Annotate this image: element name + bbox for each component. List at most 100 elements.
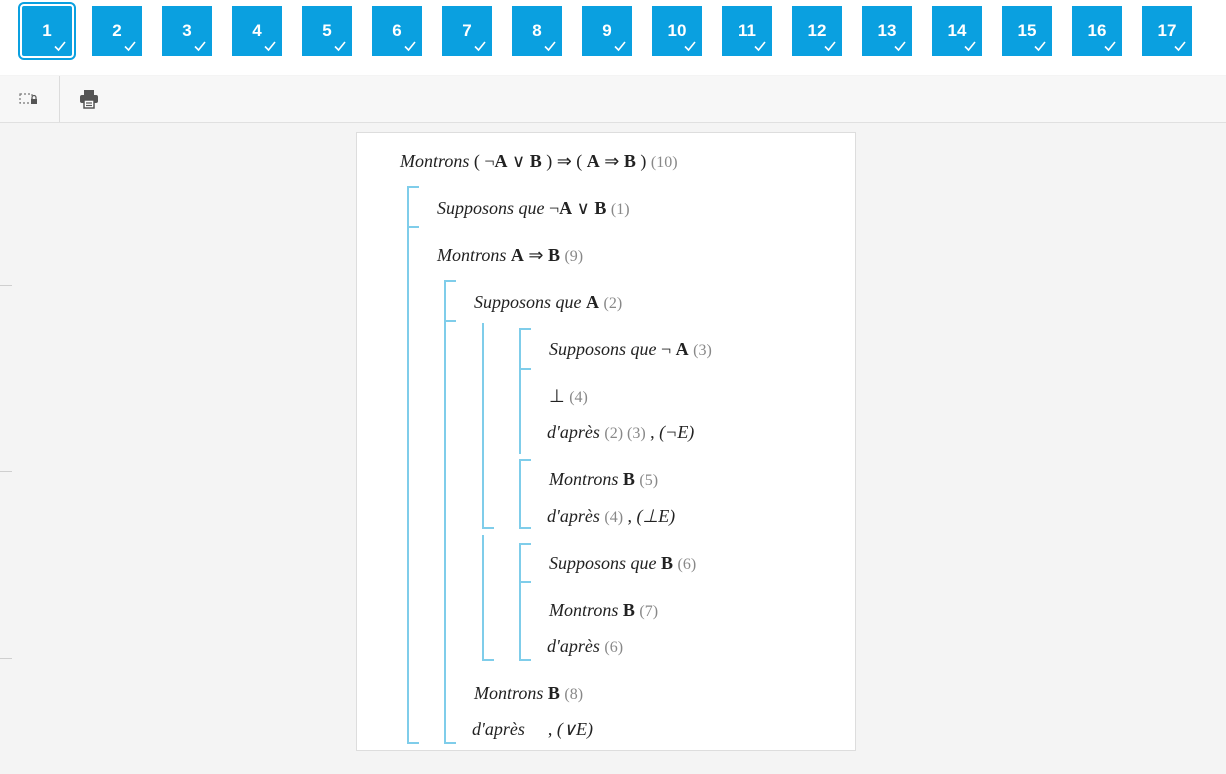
bracket-hook bbox=[482, 659, 494, 661]
question-tile-12[interactable]: 12 bbox=[792, 6, 842, 56]
tile-number: 13 bbox=[877, 21, 897, 40]
question-tile-6[interactable]: 6 bbox=[372, 6, 422, 56]
proof-line-bottom: ⊥ (4) bbox=[549, 386, 588, 406]
bracket-level2 bbox=[444, 280, 446, 744]
question-tile-5[interactable]: 5 bbox=[302, 6, 352, 56]
question-tile-11[interactable]: 11 bbox=[722, 6, 772, 56]
tile-number: 1 bbox=[42, 21, 52, 40]
bracket-hook bbox=[407, 226, 419, 228]
step-ref: (7) bbox=[639, 603, 659, 620]
bracket-hook bbox=[444, 280, 456, 282]
proof-line-justification: d'après (4) , (⊥E) bbox=[547, 506, 676, 526]
proof-line-goal: Montrons ( ¬A ∨ B ) ⇒ ( A ⇒ B ) (10) bbox=[400, 151, 678, 171]
check-icon bbox=[824, 41, 836, 52]
proof-line-hypothesis: Supposons que B (6) bbox=[549, 553, 697, 573]
bracket-hook bbox=[519, 581, 531, 583]
question-tile-14[interactable]: 14 bbox=[932, 6, 982, 56]
bracket-show-b-1 bbox=[519, 459, 521, 529]
question-tile-13[interactable]: 13 bbox=[862, 6, 912, 56]
tile-number: 2 bbox=[112, 21, 122, 40]
bracket-hook bbox=[407, 742, 419, 744]
question-tile-1[interactable]: 1 bbox=[18, 2, 76, 60]
proof-line-justification: d'après , (∨E) bbox=[472, 719, 594, 739]
check-icon bbox=[334, 41, 346, 52]
question-tile-9[interactable]: 9 bbox=[582, 6, 632, 56]
tile-number: 10 bbox=[667, 21, 687, 40]
bracket-hook bbox=[519, 543, 531, 545]
bracket-hook bbox=[482, 527, 494, 529]
question-tile-2[interactable]: 2 bbox=[92, 6, 142, 56]
check-icon bbox=[54, 41, 66, 52]
tile-number: 11 bbox=[738, 21, 756, 40]
check-icon bbox=[544, 41, 556, 52]
step-ref: (3) bbox=[693, 342, 712, 359]
margin-tick bbox=[0, 471, 12, 472]
proof-card: Montrons ( ¬A ∨ B ) ⇒ ( A ⇒ B ) (10) Sup… bbox=[356, 132, 856, 751]
bracket-hook bbox=[519, 659, 531, 661]
bracket-case2 bbox=[482, 535, 484, 661]
proof-line-hypothesis: Supposons que ¬A ∨ B (1) bbox=[437, 198, 630, 218]
bracket-hook bbox=[444, 320, 456, 322]
bracket-level1 bbox=[407, 186, 409, 744]
bracket-hook bbox=[519, 368, 531, 370]
step-ref: (9) bbox=[564, 248, 584, 265]
bracket-hook bbox=[407, 186, 419, 188]
check-icon bbox=[684, 41, 696, 52]
question-tile-4[interactable]: 4 bbox=[232, 6, 282, 56]
check-icon bbox=[614, 41, 626, 52]
question-tile-3[interactable]: 3 bbox=[162, 6, 212, 56]
question-tile-7[interactable]: 7 bbox=[442, 6, 492, 56]
bracket-hook bbox=[519, 527, 531, 529]
margin-tick bbox=[0, 285, 12, 286]
bracket-neg-a bbox=[519, 328, 521, 454]
step-ref: (6) bbox=[677, 556, 697, 573]
proof-line-justification: d'après (2) (3) , (¬E) bbox=[547, 422, 695, 442]
check-icon bbox=[1034, 41, 1046, 52]
question-tile-10[interactable]: 10 bbox=[652, 6, 702, 56]
tile-number: 3 bbox=[182, 21, 192, 40]
step-ref: (4) bbox=[569, 389, 588, 406]
tile-number: 6 bbox=[392, 21, 402, 40]
step-ref: (2) bbox=[603, 295, 623, 312]
toolbar-divider bbox=[59, 76, 60, 122]
check-icon bbox=[1174, 41, 1186, 52]
tile-number: 16 bbox=[1087, 21, 1107, 40]
tile-number: 5 bbox=[322, 21, 332, 40]
check-icon bbox=[894, 41, 906, 52]
print-button[interactable] bbox=[60, 76, 118, 122]
check-icon bbox=[264, 41, 276, 52]
printer-icon bbox=[80, 90, 98, 109]
tile-number: 17 bbox=[1157, 21, 1177, 40]
bracket-case1 bbox=[482, 323, 484, 529]
step-ref: (1) bbox=[610, 201, 630, 218]
question-tile-17[interactable]: 17 bbox=[1142, 6, 1192, 56]
bracket-hook bbox=[519, 328, 531, 330]
check-icon bbox=[194, 41, 206, 52]
question-tile-16[interactable]: 16 bbox=[1072, 6, 1122, 56]
tile-number: 12 bbox=[807, 21, 827, 40]
tile-number: 7 bbox=[462, 21, 472, 40]
selection-lock-button[interactable] bbox=[0, 76, 58, 122]
proof-line-subgoal: Montrons B (7) bbox=[549, 600, 659, 620]
proof-line-subgoal: Montrons B (5) bbox=[549, 469, 659, 489]
check-icon bbox=[474, 41, 486, 52]
check-icon bbox=[404, 41, 416, 52]
question-tile-8[interactable]: 8 bbox=[512, 6, 562, 56]
tile-number: 9 bbox=[602, 21, 612, 40]
check-icon bbox=[964, 41, 976, 52]
proof-line-subgoal: Montrons A ⇒ B (9) bbox=[437, 245, 584, 265]
proof-line-hypothesis: Supposons que A (2) bbox=[474, 292, 623, 312]
proof-line-hypothesis: Supposons que ¬ A (3) bbox=[549, 339, 712, 359]
rule-label: (¬E) bbox=[659, 422, 695, 442]
tile-number: 14 bbox=[947, 21, 967, 40]
margin-tick bbox=[0, 658, 12, 659]
rule-label: (∨E) bbox=[556, 719, 594, 739]
question-tile-15[interactable]: 15 bbox=[1002, 6, 1052, 56]
check-icon bbox=[124, 41, 136, 52]
tile-number: 4 bbox=[252, 21, 262, 40]
check-icon bbox=[1104, 41, 1116, 52]
tile-number: 8 bbox=[532, 21, 542, 40]
bracket-hook bbox=[444, 742, 456, 744]
proof-line-justification: d'après (6) bbox=[547, 636, 624, 656]
